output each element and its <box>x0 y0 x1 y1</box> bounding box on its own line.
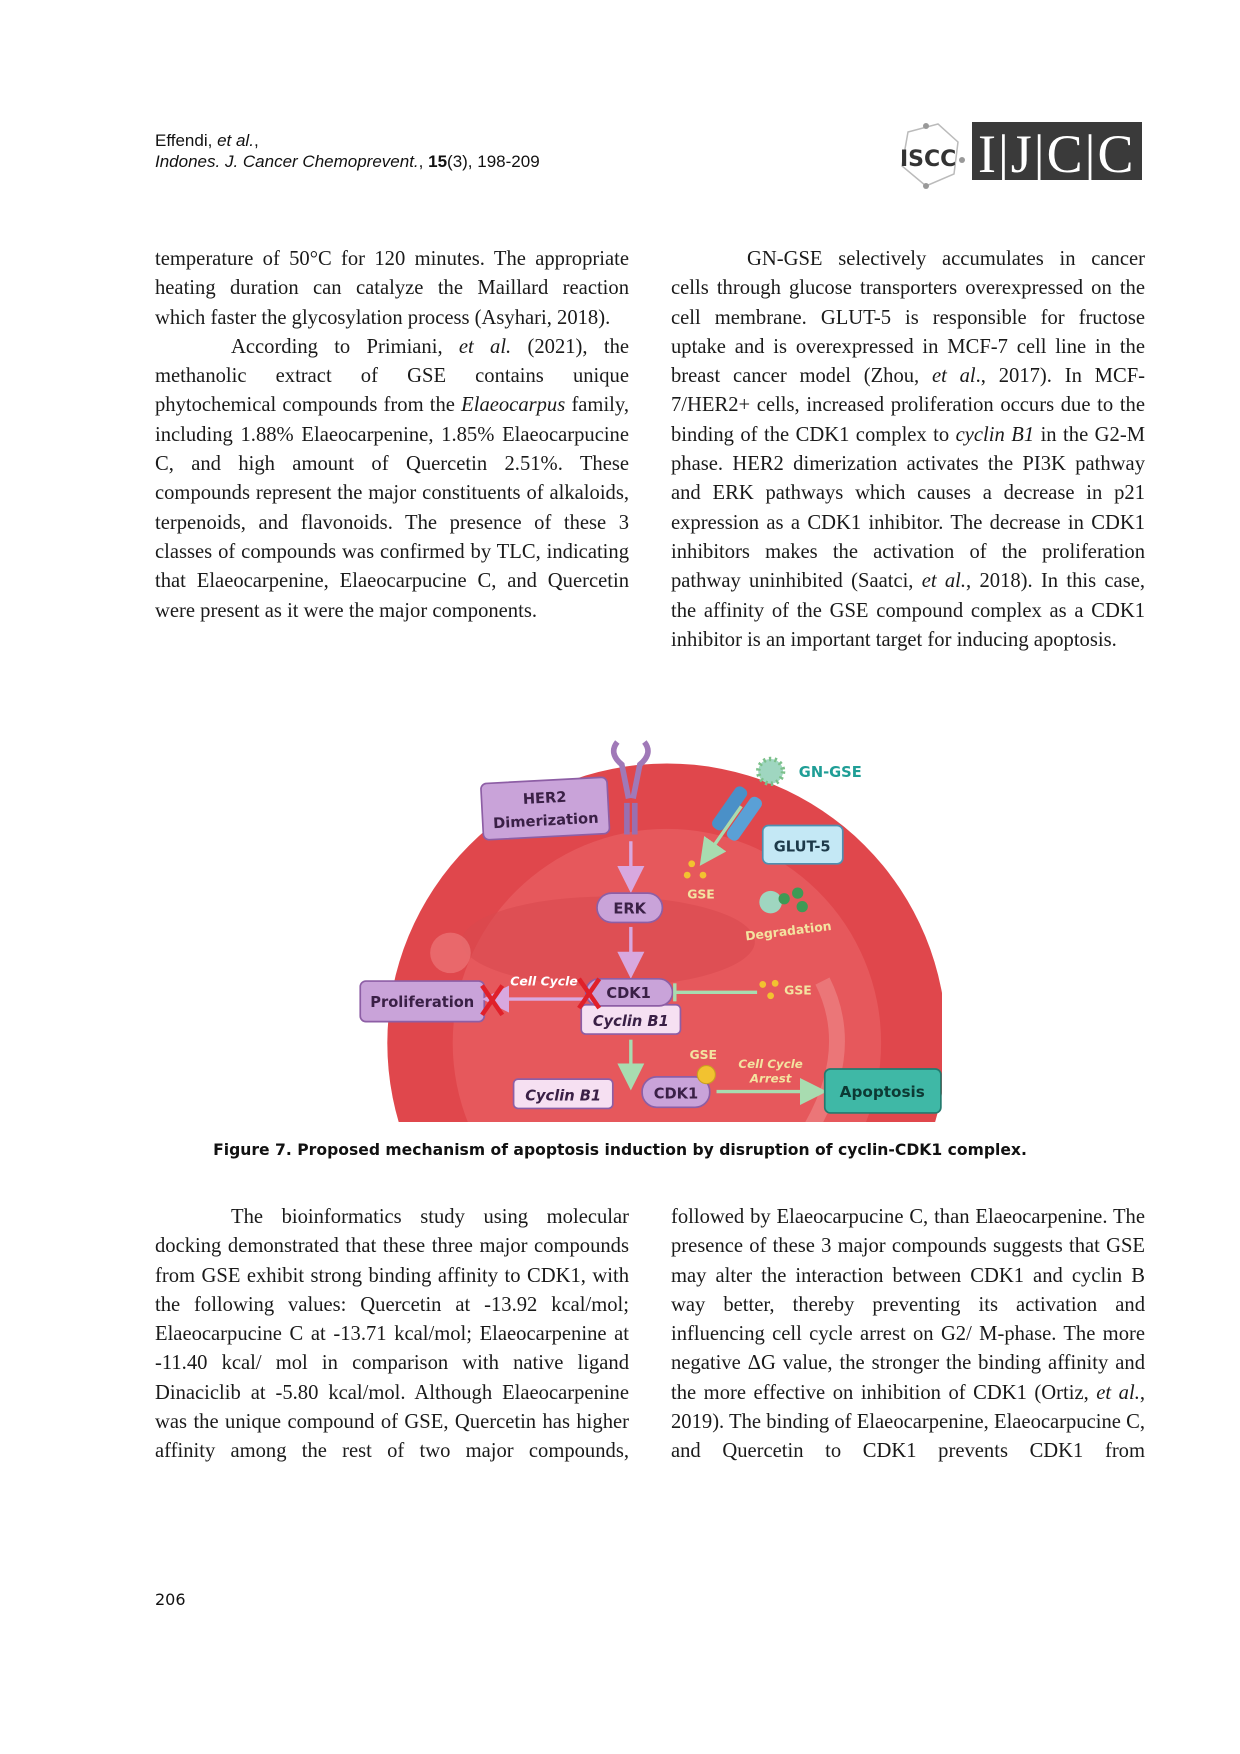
text-run: et al. <box>1096 1381 1140 1404</box>
svg-text:Apoptosis: Apoptosis <box>840 1083 925 1101</box>
text-run: Effendi, <box>155 131 218 150</box>
gn-gse-nanoparticle-icon <box>755 756 786 787</box>
text-run: followed by Elaeocarpucine C, than Elaeo… <box>671 1206 1145 1404</box>
svg-text:HER2: HER2 <box>522 789 567 808</box>
text-run: temperature of 50°C for 120 minutes. The… <box>155 248 629 329</box>
her2-receptor-icon <box>610 740 651 835</box>
iscc-ijcc-logo: ISCC I|J|C|C <box>900 122 1142 189</box>
svg-text:ISCC: ISCC <box>900 147 956 172</box>
figure-7-diagram: HER2 Dimerization ERK GN-GSE GLUT-5 GSE … <box>359 740 942 1122</box>
apoptosis-box <box>823 1068 942 1114</box>
svg-text:ERK: ERK <box>613 900 646 917</box>
paragraph: According to Primiani, et al. (2021), th… <box>155 333 629 626</box>
blocked-x-icon <box>480 984 505 1017</box>
svg-text:Proliferation: Proliferation <box>370 994 474 1011</box>
her2-dimerization-box: HER2 Dimerization <box>480 776 611 841</box>
svg-text:GSE: GSE <box>784 983 812 998</box>
header-authors: Effendi, et al., <box>155 130 540 151</box>
erk-node <box>596 892 664 924</box>
svg-text:Cyclin B1: Cyclin B1 <box>593 1013 669 1030</box>
figure-caption: Figure 7. Proposed mechanism of apoptosi… <box>213 1141 1027 1159</box>
header-citation: Indones. J. Cancer Chemoprevent., 15(3),… <box>155 151 540 172</box>
text-run: According to Primiani, <box>231 335 459 358</box>
svg-text:GSE: GSE <box>687 887 715 902</box>
page-number: 206 <box>155 1590 186 1609</box>
text-run: et al <box>931 365 976 388</box>
svg-text:Cell Cycle: Cell Cycle <box>738 1057 802 1071</box>
text-run: et al. <box>921 570 967 593</box>
running-header: Effendi, et al., Indones. J. Cancer Chem… <box>155 130 540 172</box>
svg-text:Cell Cycle: Cell Cycle <box>510 974 577 989</box>
text-run: et al. <box>217 131 254 150</box>
svg-text:GSE: GSE <box>689 1047 717 1062</box>
text-run: Indones. J. Cancer Chemoprevent. <box>155 152 419 171</box>
text-run: , <box>418 152 429 171</box>
svg-text:Cyclin B1: Cyclin B1 <box>525 1088 601 1105</box>
svg-text:I|J|C|C: I|J|C|C <box>978 124 1135 184</box>
text-run: family, including 1.88% Elaeocarpenine, … <box>155 394 630 622</box>
svg-text:CDK1: CDK1 <box>654 1085 698 1102</box>
paragraph: The bioinformatics study using molecular… <box>155 1203 629 1467</box>
paragraph: temperature of 50°C for 120 minutes. The… <box>155 245 629 333</box>
text-run: , 2019). The binding of Elaeocarpenine, … <box>671 1381 1145 1463</box>
svg-text:GLUT-5: GLUT-5 <box>774 838 831 855</box>
cyclin-b1-free-box <box>512 1078 614 1110</box>
bottom-left-column: The bioinformatics study using molecular… <box>155 1203 629 1467</box>
text-run: 15 <box>428 152 448 171</box>
svg-text:CDK1: CDK1 <box>606 985 650 1002</box>
degradation-icon <box>759 887 808 914</box>
text-run: (2021), the methanolic extract of GSE co… <box>155 335 630 417</box>
glut5-transporter-icon <box>712 786 762 841</box>
text-run: Elaeocarpus <box>461 394 566 417</box>
text-run: , 2018). In this case, the affinity of t… <box>671 570 1145 651</box>
paragraph: followed by Elaeocarpucine C, than Elaeo… <box>671 1203 1145 1467</box>
svg-text:GN-GSE: GN-GSE <box>799 764 862 781</box>
gse-bound-icon <box>696 1065 716 1085</box>
top-right-column: GN-GSE selectively accumulates in cancer… <box>671 245 1145 655</box>
svg-text:Dimerization: Dimerization <box>493 810 599 832</box>
text-run: in the G2-M phase. HER2 dimerization act… <box>671 423 1146 593</box>
blocked-x-icon <box>577 977 602 1010</box>
text-run: (3), 198-209 <box>447 152 540 171</box>
paragraph: GN-GSE selectively accumulates in cancer… <box>671 245 1145 655</box>
svg-text:Arrest: Arrest <box>749 1072 793 1086</box>
text-run: GN-GSE selectively accumulates in cancer… <box>671 248 1145 388</box>
bottom-right-column: followed by Elaeocarpucine C, than Elaeo… <box>671 1203 1145 1467</box>
top-left-column: temperature of 50°C for 120 minutes. The… <box>155 245 629 626</box>
text-run: cyclin B1 <box>955 423 1035 446</box>
text-run: ., 2017). In MCF-7/HER2+ cells, increase… <box>671 365 1146 446</box>
glut5-box <box>761 824 844 865</box>
cdk1-free-node <box>641 1076 711 1109</box>
text-run: The bioinformatics study using molecular… <box>155 1206 629 1463</box>
text-run: et al. <box>458 335 512 358</box>
text-run: , <box>253 131 259 150</box>
